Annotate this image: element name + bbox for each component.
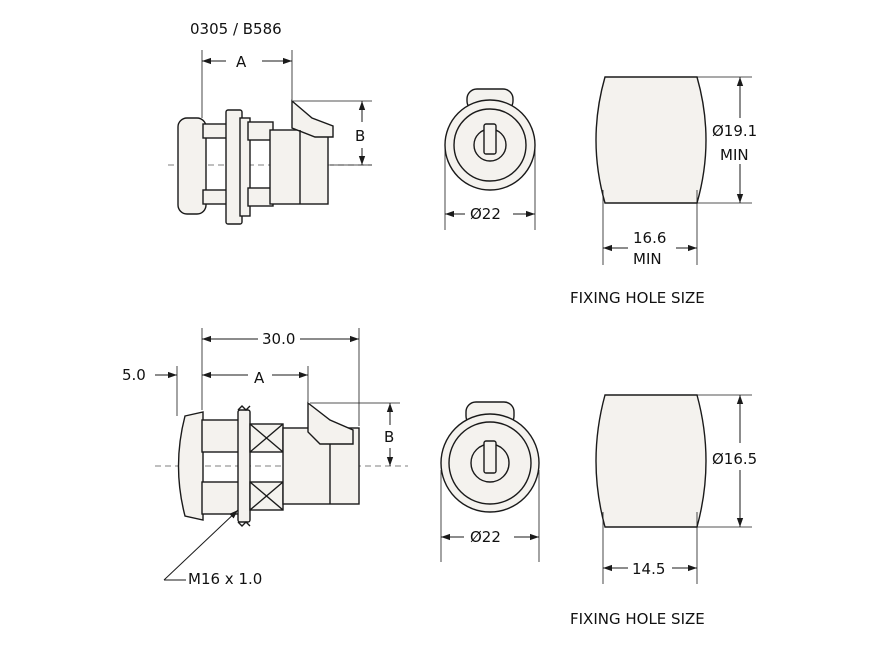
part-number: 0305 / B586 <box>190 20 282 38</box>
top-hole-height-label: Ø19.1 <box>712 122 757 140</box>
top-front-diameter: Ø22 <box>444 150 536 230</box>
bottom-hole-height-dimension: Ø16.5 <box>680 394 757 528</box>
top-hole-width-note: MIN <box>633 250 662 268</box>
bottom-hole-height-label: Ø16.5 <box>712 450 757 468</box>
bottom-front-diameter: Ø22 <box>440 470 540 562</box>
bottom-dimension-a: A <box>224 366 309 402</box>
top-front-diameter-label: Ø22 <box>470 205 501 223</box>
bottom-fixing-hole <box>595 394 707 528</box>
bottom-dim-a-label: A <box>254 369 265 387</box>
bottom-overall-length-label: 30.0 <box>262 330 295 348</box>
bottom-caption: FIXING HOLE SIZE <box>570 610 705 628</box>
top-dim-a-label: A <box>236 53 247 71</box>
bottom-hole-width-label: 14.5 <box>632 560 665 578</box>
thread-label: M16 x 1.0 <box>188 570 262 588</box>
bottom-hole-width-dimension: 14.5 <box>602 512 698 584</box>
top-dimension-a: A <box>201 50 293 118</box>
bottom-flange-dimension: 5.0 <box>122 366 224 416</box>
bottom-dim-b-label: B <box>384 428 394 446</box>
thread-leader: M16 x 1.0 <box>163 509 262 588</box>
bottom-dimension-b: B <box>310 402 400 466</box>
top-side-view <box>168 99 372 225</box>
top-fixing-hole <box>595 76 707 204</box>
top-hole-width-label: 16.6 <box>633 229 666 247</box>
bottom-front-view <box>440 401 540 513</box>
top-dim-b-label: B <box>355 127 365 145</box>
bottom-overall-length: 30.0 <box>201 328 360 426</box>
bottom-side-view <box>155 401 408 527</box>
top-hole-height-dimension: Ø19.1 MIN <box>680 76 757 204</box>
top-front-view <box>444 88 536 191</box>
bottom-front-diameter-label: Ø22 <box>470 528 501 546</box>
top-hole-width-dimension: 16.6 MIN <box>602 190 698 268</box>
top-dimension-b: B <box>292 100 372 166</box>
top-caption: FIXING HOLE SIZE <box>570 289 705 307</box>
top-hole-height-note: MIN <box>720 146 749 164</box>
bottom-flange-label: 5.0 <box>122 366 146 384</box>
